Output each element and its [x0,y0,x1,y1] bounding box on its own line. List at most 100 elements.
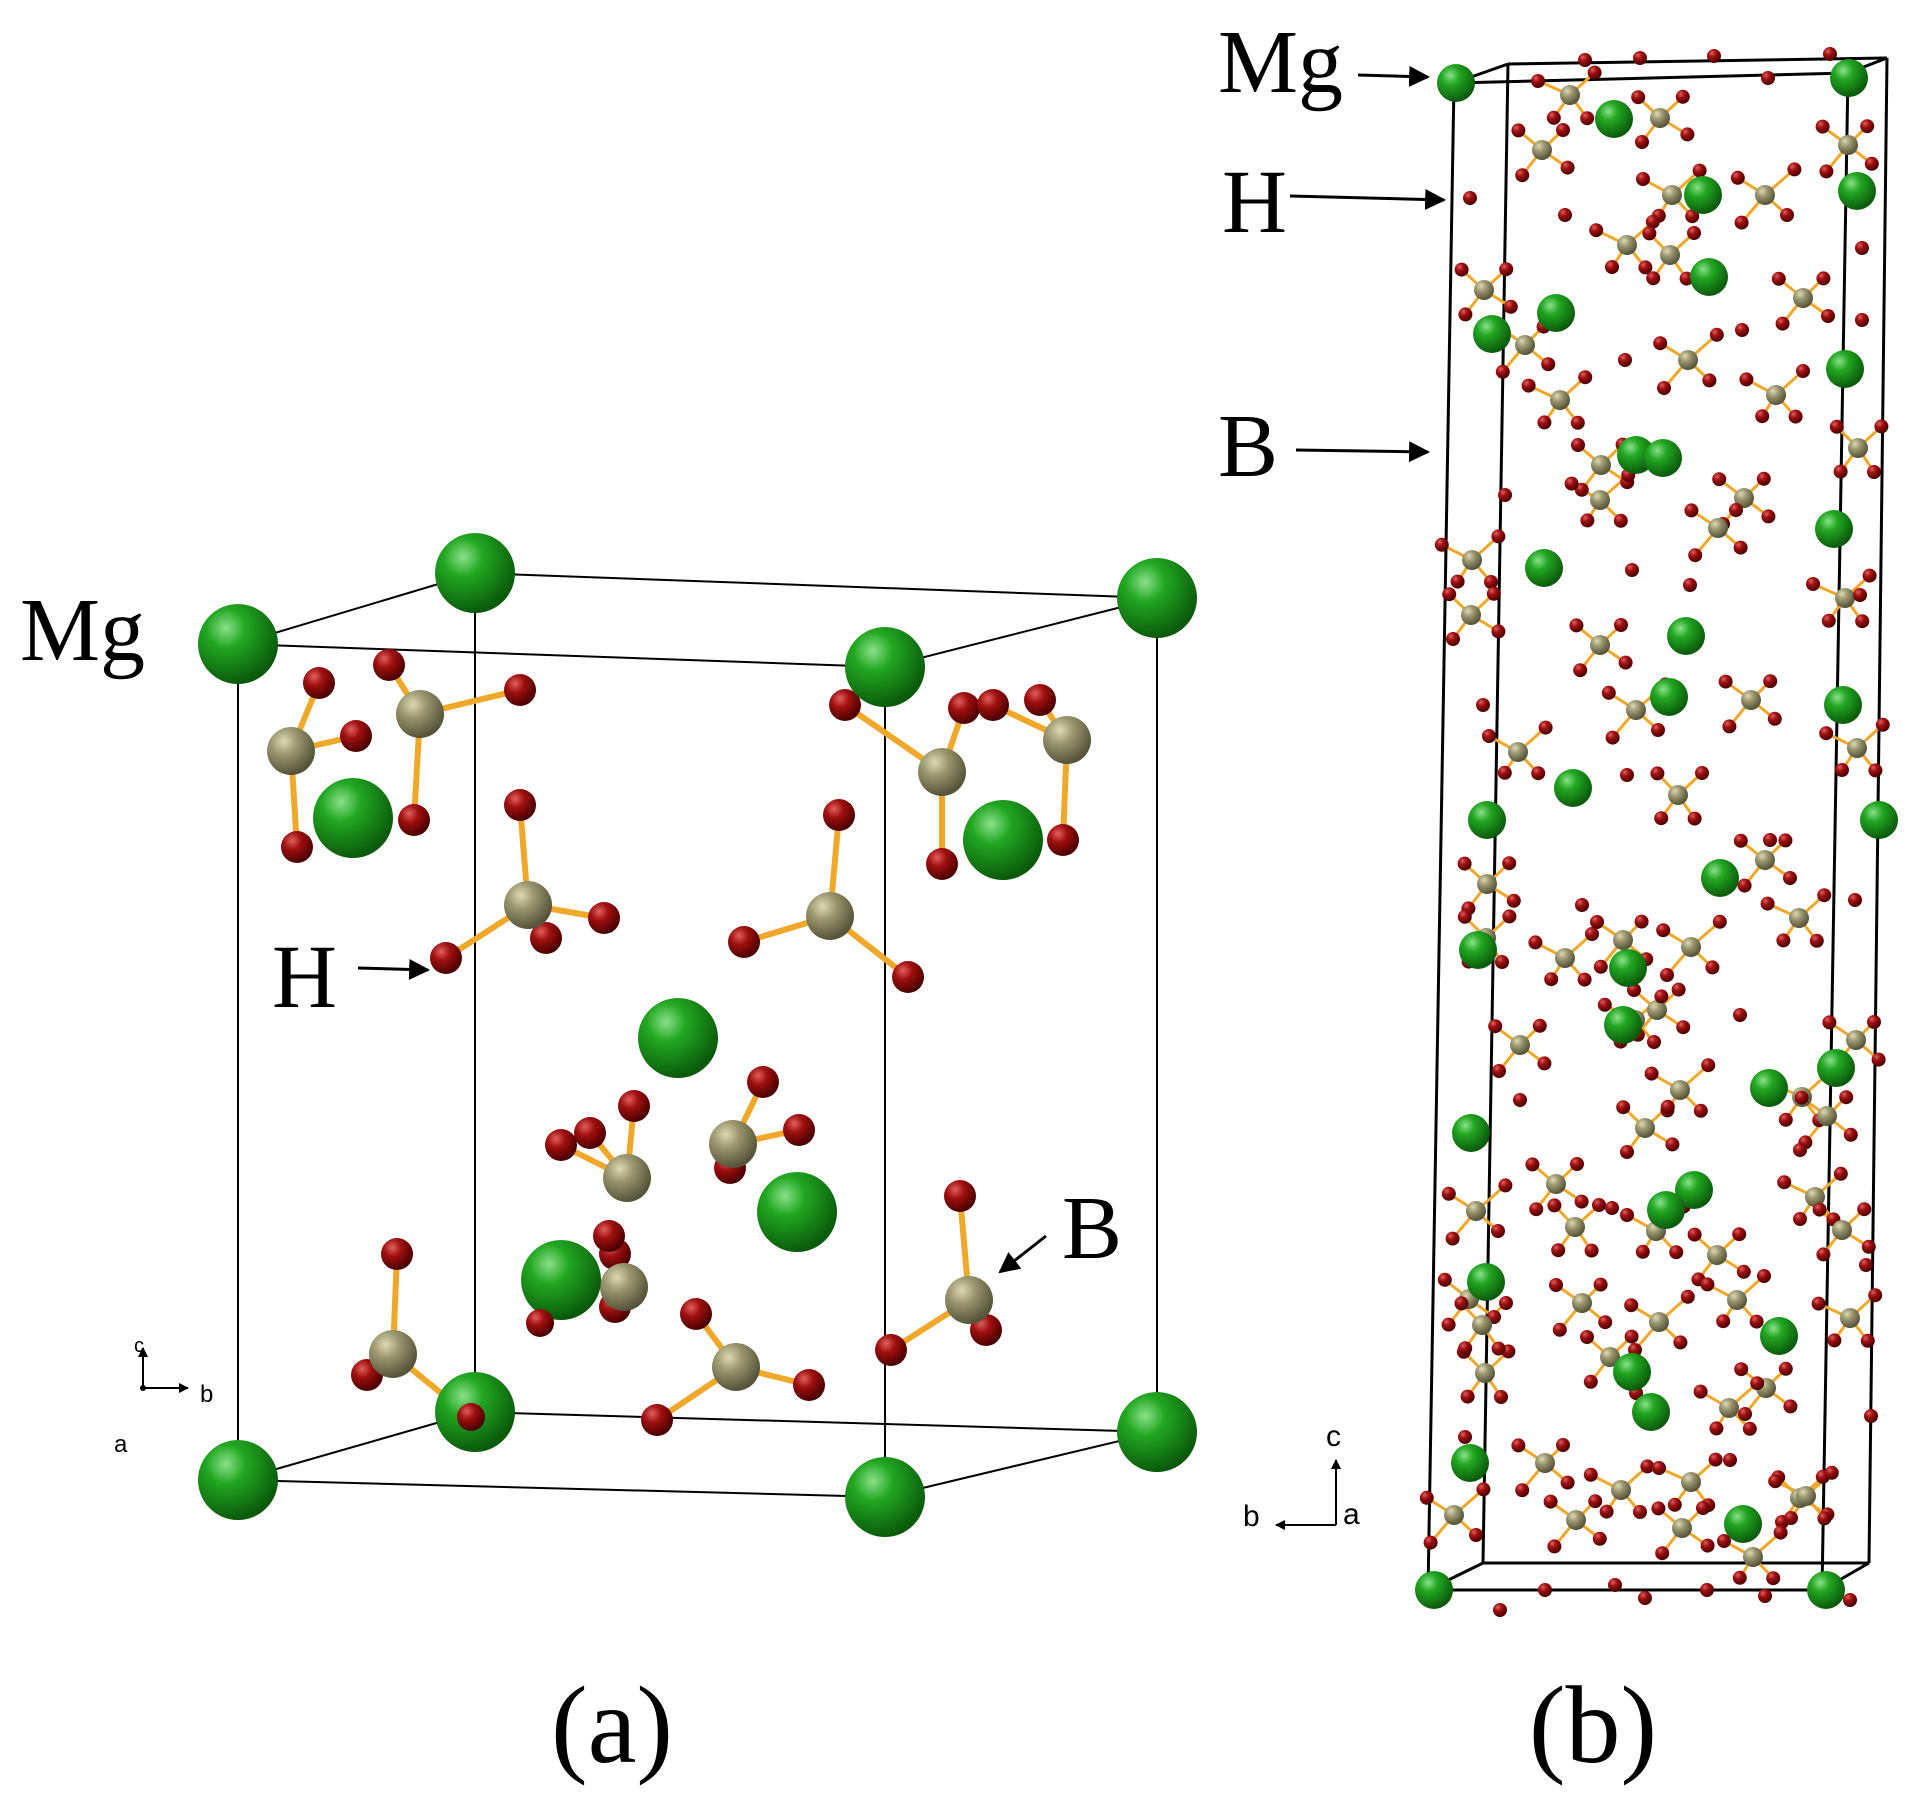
h-atom [1620,1145,1634,1159]
h-atom [1656,923,1671,938]
h-atom [1502,856,1517,871]
h-atom [1671,982,1686,997]
h-atom [1768,1474,1783,1489]
axis-b-label-b: b [1243,1500,1260,1533]
h-atom [1675,89,1690,104]
h-atom [1815,119,1830,134]
h-atom [1551,1243,1566,1258]
h-atom [1446,632,1460,646]
h-atom [1592,1198,1606,1212]
b-atom [1707,1245,1727,1265]
mg-atom [1467,1263,1505,1301]
h-atom [1787,162,1802,177]
h-atom [1732,1227,1747,1242]
h-atom [1709,327,1724,342]
h-atom [1819,164,1834,179]
h-atom [1771,271,1786,286]
h-atom [1558,208,1572,222]
b-atom [600,1263,648,1311]
h-atom [1503,299,1518,314]
h-atom [574,1117,606,1149]
mg-atom [1537,294,1575,332]
b-atom [1461,605,1481,625]
h-atom [1597,997,1612,1012]
h-atom [1824,1465,1839,1480]
h-atom [1778,1361,1793,1376]
b-atom [712,1343,760,1391]
h-atom [526,1309,554,1337]
mg-atom [963,800,1043,880]
b-atom [267,727,315,775]
h-atom [1570,415,1585,430]
mg-atom [1554,769,1592,807]
b-arrow-a [998,1234,1047,1274]
h-atom [1688,548,1703,563]
b-atom [1590,490,1610,510]
b-atom [369,1330,417,1378]
axis-b-label-a: b [200,1381,213,1408]
h-atom [1829,419,1844,434]
b-atom [1848,438,1868,458]
h-atom [1583,1374,1598,1389]
h-atom [1495,955,1509,969]
b-atom [1535,1453,1555,1473]
h-atom [1822,1015,1837,1030]
h-atom [1450,574,1465,589]
h-atom [1605,1201,1619,1215]
h-atom [1653,336,1668,351]
mg-atom [1459,931,1497,969]
mg-label-b: Mg [1218,13,1343,112]
h-atom [1506,893,1521,908]
axis-triad-b: c b a [1243,1420,1360,1533]
mg-atom [521,1240,601,1320]
mg-atom [1807,1571,1845,1609]
h-atom [680,1298,712,1330]
h-atom [1573,663,1588,678]
h-atom [977,689,1009,721]
b-atom [1475,1363,1495,1383]
b-label-b: B [1218,397,1278,496]
mg-atom [1650,678,1688,716]
h-atom [1716,1314,1731,1329]
h-atom [1495,364,1510,379]
h-atom [504,789,536,821]
h-atom [944,1180,976,1212]
h-atom [1776,933,1791,948]
mg-atom [1644,439,1682,477]
h-atom [1556,1438,1570,1452]
h-atom [1775,316,1790,331]
h-atom [1729,503,1743,517]
h-atom [1780,208,1794,222]
h-atom [1583,1467,1598,1482]
b-atom [1719,1398,1739,1418]
h-atom [1532,1018,1547,1033]
unit-cell-a [237,572,1158,1498]
h-atom [1547,1198,1562,1213]
h-atom [1556,123,1570,137]
cell-b-edge [1453,71,1849,85]
h-atom [1601,685,1616,700]
h-atom [1457,909,1472,924]
h-atom [1460,1389,1475,1404]
h-atom [1788,409,1803,424]
h-atom [457,1403,485,1431]
h-atom [1651,1501,1666,1516]
b-atom [1847,738,1867,758]
h-atom [1767,711,1782,726]
h-atom [1735,323,1749,337]
h-atom [1618,353,1632,367]
h-atom [1537,1056,1552,1071]
h-atom [1717,1534,1731,1548]
h-atom [1757,1269,1771,1283]
mg-atom [1701,859,1739,897]
h-atom [1651,723,1665,737]
h-atom [1605,260,1619,274]
h-atom [1636,172,1650,186]
b-atom [1515,335,1535,355]
h-atom [340,720,372,752]
h-atom [1763,674,1778,689]
h-atom [1722,719,1737,734]
h-atom [1560,160,1575,175]
h-atom [1817,888,1832,903]
